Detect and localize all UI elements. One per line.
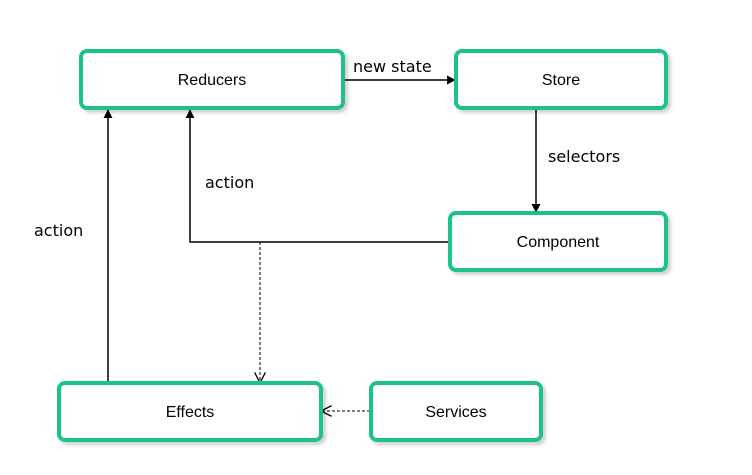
node-services-box [369,381,543,442]
node-store-label: Store [542,72,580,89]
edge-label-new-state: new state [353,57,432,76]
node-store-box [454,49,668,110]
node-component: Component [448,211,668,272]
node-effects-label: Effects [166,404,215,421]
edge-label-action-effects: action [34,221,83,240]
node-services-label: Services [425,404,486,421]
edge-component-to-reducers [185,109,450,243]
node-effects-box [57,381,323,442]
edge-label-action-component: action [205,173,254,192]
node-reducers-label: Reducers [178,72,246,89]
node-component-box [448,211,668,272]
node-store: Store [454,49,668,110]
node-reducers: Reducers [79,49,345,110]
node-services: Services [369,381,543,442]
node-component-label: Component [517,234,600,251]
node-effects: Effects [57,381,323,442]
edge-label-selectors: selectors [548,147,620,166]
node-reducers-box [79,49,345,110]
